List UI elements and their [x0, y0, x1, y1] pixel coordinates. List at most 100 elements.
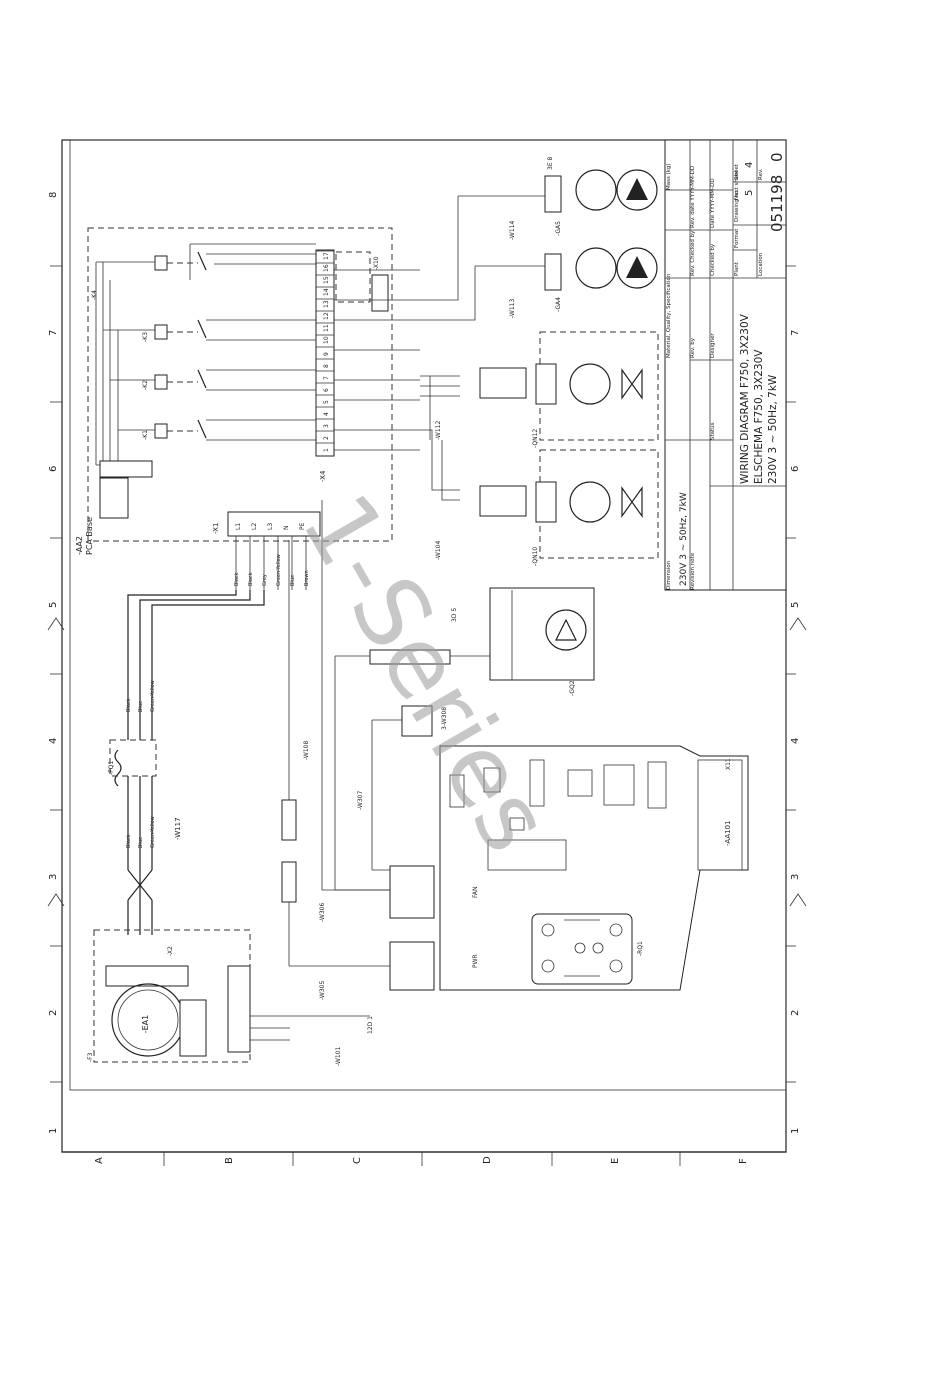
x4-terminal-number: 4 — [323, 412, 330, 416]
label-dimension: Dimension — [666, 560, 672, 590]
col-number: 6 — [48, 466, 59, 472]
label-next-sheet: Next sheet — [734, 169, 740, 200]
row-letter: D — [482, 1156, 493, 1164]
x4-terminal-number: 14 — [323, 288, 330, 296]
row-letter: A — [94, 1157, 105, 1164]
k3-label: -K3 — [142, 332, 149, 342]
col-number: 4 — [48, 738, 59, 744]
x10-connector — [371, 274, 389, 312]
x4-terminal-number: 15 — [323, 276, 330, 284]
aa2-sublabel: PCA Base — [85, 517, 94, 555]
ga5-label: -GA5 — [555, 221, 562, 236]
wire-color-label: Green-Yellow — [276, 554, 282, 586]
drawing-number: 051198 — [768, 175, 786, 232]
w307-label: -W307 — [357, 791, 364, 810]
label-checked-by: Checked by — [710, 243, 716, 276]
x4-terminal-number: 12 — [323, 312, 330, 320]
x1-terminal: N — [283, 526, 290, 531]
left-column-numbers: 1 2 3 4 5 6 7 8 — [48, 192, 59, 1134]
x4-terminal-number: 3 — [323, 424, 330, 428]
row-letter: E — [610, 1158, 621, 1164]
x4-terminal-number: 1 — [323, 448, 330, 452]
label-status: Status — [710, 422, 716, 440]
label-material: Material, Quality, Specification — [666, 273, 672, 358]
aa101-label: -AA101 — [724, 820, 732, 846]
col-number: 7 — [48, 330, 59, 336]
qn12-label: -QN12 — [532, 429, 539, 448]
col-number: 2 — [48, 1010, 59, 1016]
qn12-box — [539, 331, 659, 441]
x10-box — [335, 251, 371, 303]
pca-chip-2 — [99, 477, 129, 519]
qn10-box — [539, 449, 659, 559]
ea1-connector — [179, 999, 207, 1057]
wire-color-label: Blue — [138, 701, 144, 712]
wire-color-label: Green-Yellow — [150, 816, 156, 848]
wire-color-label: Black — [234, 572, 240, 586]
x4-terminal-number: 17 — [323, 252, 330, 260]
x2-label: -X2 — [167, 946, 174, 956]
label-designer: Designer — [710, 333, 716, 358]
qn12-motor-icon — [569, 363, 611, 405]
row-letter: F — [738, 1158, 749, 1164]
w306-label: -W306 — [319, 903, 326, 922]
w305-label: -W305 — [319, 981, 326, 1000]
x4-terminal-strip — [315, 249, 335, 457]
aa101-board — [439, 745, 749, 991]
col-number: 1 — [48, 1128, 59, 1134]
x4-terminal-number: 6 — [323, 388, 330, 392]
title-block: Mass (kg) Material, Quality, Specificati… — [664, 139, 787, 591]
w113-label: -W113 — [509, 299, 516, 318]
label-drawing-no: Drawing no. — [734, 189, 740, 222]
fan-label: FAN — [472, 887, 479, 899]
col-number: 4 — [790, 738, 801, 744]
col-number: 1 — [790, 1128, 801, 1134]
w108-label: -W108 — [303, 741, 310, 760]
w101-label: -W101 — [335, 1047, 342, 1066]
title-line-1: WIRING DIAGRAM F750, 3X230V — [739, 313, 751, 484]
w114-label: -W114 — [509, 221, 516, 240]
x4-terminal-number: 9 — [323, 352, 330, 356]
fan-connector — [389, 865, 435, 919]
label-rev-date: Rev. date YYYY-MM-DD — [690, 166, 696, 228]
row-letter: C — [352, 1157, 363, 1164]
w117-label: -W117 — [174, 817, 182, 840]
x1-terminal: L2 — [251, 523, 258, 530]
title-line-2: ELSCHEMA F750, 3X230V — [753, 349, 765, 484]
fq1-label: -FQ1 — [108, 761, 115, 775]
label-location: Location — [758, 252, 764, 276]
label-rev: Rev. — [758, 168, 764, 180]
qn12-valve-icon — [621, 368, 643, 400]
wire-color-label: Black — [126, 834, 132, 848]
qn10-label: -QN10 — [532, 547, 539, 566]
ga4-label: -GA4 — [555, 297, 562, 312]
w112-label: -W112 — [435, 421, 442, 440]
col-number: 7 — [790, 330, 801, 336]
x1-terminal: L1 — [235, 523, 242, 530]
wire-color-label: Black — [126, 698, 132, 712]
wire-color-label: Blue — [138, 837, 144, 848]
next-sheet-number: 5 — [744, 190, 755, 196]
label-date: Date YYYY-MM-DD — [710, 178, 716, 228]
gq2-label: -GQ2 — [569, 680, 576, 696]
x10-label: -X10 — [373, 256, 380, 270]
label-sheet: Sheet — [734, 163, 740, 180]
x2-terminal — [105, 965, 189, 987]
revision-number: 0 — [768, 152, 786, 162]
wire-color-label: Grey — [262, 574, 268, 586]
ea1-label: -EA1 — [141, 1015, 150, 1034]
qn10-valve-icon — [621, 486, 643, 518]
title-line-3: 230V 3 ~ 50Hz, 7kW — [767, 374, 779, 484]
label-revision-note: Revision note — [690, 552, 696, 590]
x4-terminal-number: 11 — [323, 324, 330, 332]
x4-terminal-number: 5 — [323, 400, 330, 404]
col-number: 5 — [48, 602, 59, 608]
ga4-pump — [544, 247, 658, 291]
relay-group: -K4 -K3 -K2 -K1 — [91, 251, 207, 440]
pca-chip — [99, 460, 153, 478]
col-number: 3 — [790, 874, 801, 880]
x4-terminal-number: 7 — [323, 376, 330, 380]
x4-label: -X4 — [319, 470, 327, 482]
